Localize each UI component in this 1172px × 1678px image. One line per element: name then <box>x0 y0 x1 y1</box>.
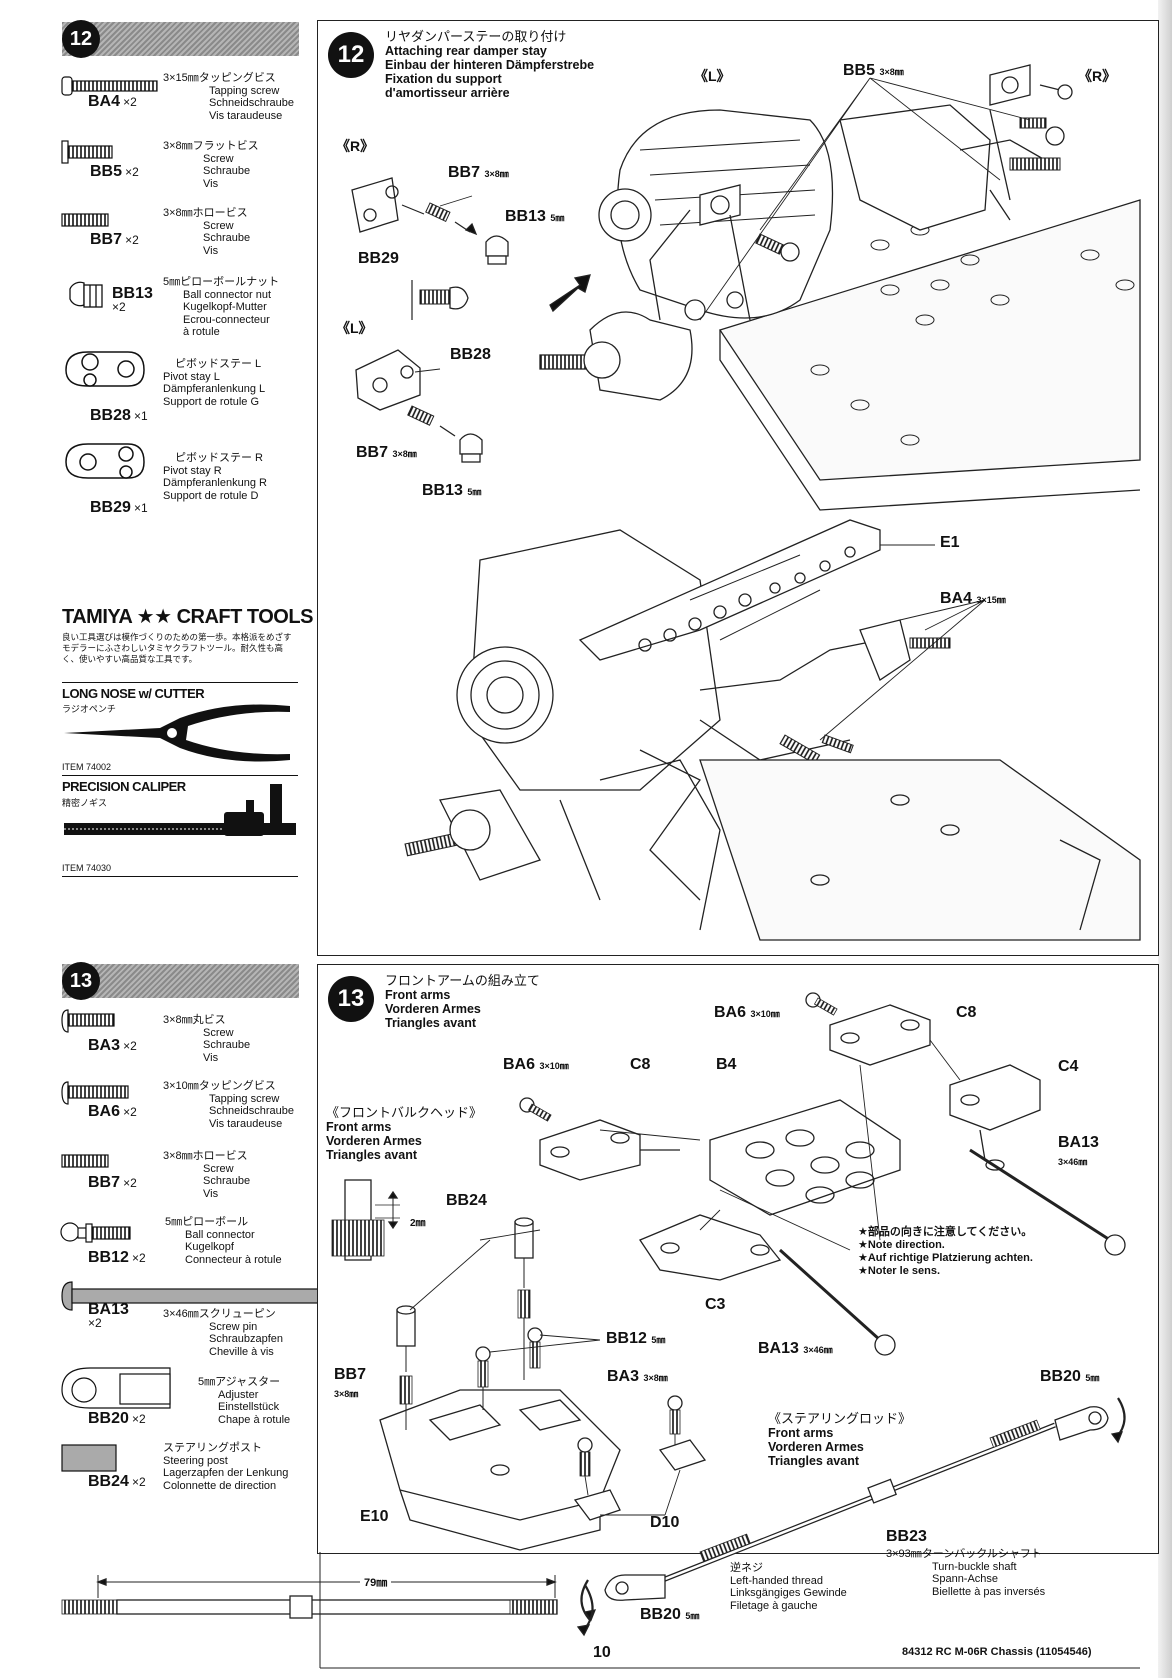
tamiya-craft-tools-brand: TAMIYA ★★ CRAFT TOOLS <box>62 606 313 628</box>
direction-note: ★部品の向きに注意してください。 ★Note direction. ★Auf r… <box>858 1226 1033 1277</box>
part-bb12: BB12 ×2 <box>88 1249 146 1266</box>
label-e1: E1 <box>940 534 960 551</box>
part-bb28: BB28 ×1 <box>90 407 148 424</box>
turnbuckle-79mm-reference <box>61 1575 594 1637</box>
left-thread-note: 逆ネジ Left-handed thread Linksgängiges Gew… <box>730 1562 847 1612</box>
adjuster-icon <box>61 1367 171 1409</box>
label-bb20-upper: BB20 5㎜ <box>1040 1368 1100 1385</box>
part-bb12-desc: 5㎜ピローボール Ball connector Kugelkopf Connec… <box>165 1216 282 1266</box>
hollow-screw-icon <box>61 213 109 227</box>
part-ba13-desc: 3×46㎜スクリューピン Screw pin Schraubzapfen Che… <box>163 1308 283 1358</box>
step13-number-badge: 13 <box>62 962 100 1000</box>
label-bb7-upper: BB7 3×8㎜ <box>448 164 509 181</box>
label-2mm: 2㎜ <box>410 1218 426 1229</box>
part-bb13: BB13×2 <box>112 285 153 314</box>
part-bb7-13-desc: 3×8㎜ホロービス Screw Schraube Vis <box>163 1150 251 1200</box>
label-c4: C4 <box>1058 1058 1079 1075</box>
flat-screw-icon <box>61 140 113 164</box>
tool1-item: ITEM 74002 <box>62 762 112 772</box>
label-bb23: BB23 <box>886 1528 927 1545</box>
part-bb13-desc: 5㎜ピローボールナット Ball connector nut Kugelkopf… <box>163 276 280 338</box>
step12-frame-badge: 12 <box>328 32 374 78</box>
part-bb20-desc: 5㎜アジャスター Adjuster Einstellstück Chape à … <box>198 1376 291 1426</box>
pivot-stay-l-icon <box>65 351 145 387</box>
front-bulkhead-heading: 《フロントバルクヘッド》 Front arms Vorderen Armes T… <box>326 1105 483 1163</box>
part-bb29-desc: ピボッドステー R Pivot stay R Dämpferanlenkung … <box>163 452 267 502</box>
label-ba4: BA4 3×15㎜ <box>940 590 1006 607</box>
tools-description: 良い工具選びは模作づくりのための第一歩。本格派をめざすモデラーにふさわしいタミヤ… <box>62 632 292 664</box>
label-c3: C3 <box>705 1296 726 1313</box>
steering-post-icon <box>61 1444 117 1472</box>
tools-divider-1 <box>62 682 298 683</box>
step12-title: リヤダンパーステーの取り付け Attaching rear damper sta… <box>385 29 595 101</box>
tool2-name: PRECISION CALIPER <box>62 779 186 794</box>
part-bb5-desc: 3×8㎜フラットビス Screw Schraube Vis <box>163 140 259 190</box>
part-ba6: BA6 ×2 <box>88 1103 137 1120</box>
bb23-description: 3×93㎜ターンバックルシャフト Turn-buckle shaft Spann… <box>886 1548 1046 1598</box>
label-d10: D10 <box>650 1514 680 1531</box>
tools-divider-2 <box>62 775 298 776</box>
label-e10: E10 <box>360 1508 389 1525</box>
label-bb12: BB12 5㎜ <box>606 1330 666 1347</box>
tool1-jp: ラジオペンチ <box>62 704 116 714</box>
label-bb5: BB5 3×8㎜ <box>843 62 904 79</box>
label-ba6-left: BA6 3×10㎜ <box>503 1056 569 1073</box>
step13-frame-badge: 13 <box>328 976 374 1022</box>
label-bb7-lower: BB7 3×8㎜ <box>356 444 417 461</box>
label-l-marker: 《L》 <box>336 320 373 336</box>
label-ba6-upper: BA6 3×10㎜ <box>714 1004 780 1021</box>
product-code: 84312 RC M-06R Chassis (11054546) <box>902 1646 1092 1658</box>
label-ba13-lower: BA13 3×46㎜ <box>758 1340 833 1357</box>
tool2-item: ITEM 74030 <box>62 863 112 873</box>
part-bb5: BB5 ×2 <box>90 163 139 180</box>
label-c8-upper: C8 <box>956 1004 977 1021</box>
step13-title: フロントアームの組み立て Front arms Vorderen Armes T… <box>385 973 540 1031</box>
hollow-screw-icon <box>61 1154 109 1168</box>
part-bb29: BB29 ×1 <box>90 499 148 516</box>
tool2-jp: 精密ノギス <box>62 798 108 808</box>
step12-number-badge: 12 <box>62 20 100 58</box>
tool1-name: LONG NOSE w/ CUTTER <box>62 686 205 701</box>
label-79mm: 79㎜ <box>360 1574 392 1590</box>
page-edge-shadow <box>1158 0 1172 1678</box>
part-bb28-desc: ピボッドステー L Pivot stay L Dämpferanlenkung … <box>163 358 266 408</box>
steering-rod-heading: 《ステアリングロッド》 Front arms Vorderen Armes Tr… <box>768 1411 912 1469</box>
ball-nut-icon <box>69 281 103 308</box>
step13-parts-header-bar <box>62 964 299 998</box>
label-bb24: BB24 <box>446 1192 487 1209</box>
part-bb7-desc: 3×8㎜ホロービス Screw Schraube Vis <box>163 207 251 257</box>
label-bb13-upper: BB13 5㎜ <box>505 208 565 225</box>
page-number: 10 <box>593 1644 611 1661</box>
part-bb7-13: BB7 ×2 <box>88 1174 137 1191</box>
label-c8-left: C8 <box>630 1056 651 1073</box>
label-b4: B4 <box>716 1056 737 1073</box>
label-r-marker: 《R》 <box>336 138 375 154</box>
label-r-marker-top: 《R》 <box>1078 68 1117 84</box>
tapping-screw-icon <box>61 1081 129 1105</box>
label-ba3: BA3 3×8㎜ <box>607 1368 668 1385</box>
label-bb13-lower: BB13 5㎜ <box>422 482 482 499</box>
part-ba6-desc: 3×10㎜タッピングビス Tapping screw Schneidschrau… <box>163 1080 295 1130</box>
label-bb28: BB28 <box>450 346 491 363</box>
step12-parts-header-bar <box>62 22 299 56</box>
part-ba3: BA3 ×2 <box>88 1037 137 1054</box>
label-l-marker-top: 《L》 <box>694 68 731 84</box>
ball-connector-icon <box>60 1222 131 1243</box>
part-bb20: BB20 ×2 <box>88 1410 146 1427</box>
pivot-stay-r-icon <box>65 443 145 479</box>
part-bb7: BB7 ×2 <box>90 231 139 248</box>
label-bb29: BB29 <box>358 250 399 267</box>
part-bb24: BB24 ×2 <box>88 1473 146 1490</box>
part-bb24-desc: ステアリングポスト Steering post Lagerzapfen der … <box>163 1442 289 1492</box>
round-screw-icon <box>61 1009 115 1033</box>
tools-divider-3 <box>62 876 298 877</box>
part-ba4-desc: 3×15㎜タッピングビス Tapping screw Schneidschrau… <box>163 72 295 122</box>
part-ba13: BA13×2 <box>88 1301 129 1330</box>
part-ba3-desc: 3×8㎜丸ビス Screw Schraube Vis <box>163 1014 251 1064</box>
part-ba4: BA4 ×2 <box>88 93 137 110</box>
label-bb20-lower: BB20 5㎜ <box>640 1606 700 1623</box>
